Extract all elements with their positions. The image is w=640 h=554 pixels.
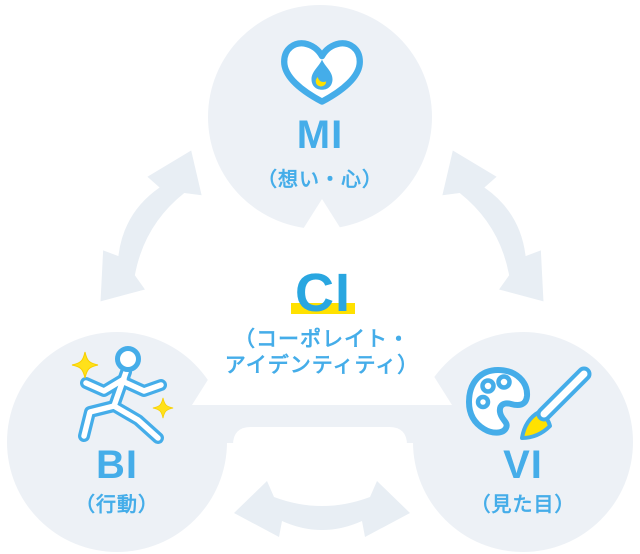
mi-label: MI (296, 113, 344, 157)
center-triangle (192, 199, 452, 405)
bi-sub-label: （行動） (75, 494, 159, 516)
mi-sub-label: （想い・心） (257, 169, 383, 191)
palette-brush-icon (466, 366, 592, 440)
paint-well (496, 374, 512, 390)
heart-flame-icon (281, 40, 363, 105)
paint-well (475, 394, 491, 410)
flame-core (317, 70, 329, 82)
mi-bi-arrow (79, 138, 219, 318)
running-person-icon (71, 346, 174, 444)
bi-vi-arrow (234, 481, 410, 537)
bi-label: BI (96, 443, 138, 487)
mi-circle (208, 5, 432, 229)
band-gap (233, 427, 407, 480)
ci-highlight-underline (291, 303, 355, 314)
mi-vi-arrow (425, 138, 565, 318)
bi-circle (7, 332, 227, 552)
runner-body-fill (81, 369, 164, 441)
ci-sub-line2: アイデンティティ） (224, 354, 420, 377)
ci-sub-line1: （コーポレイト・ (234, 328, 410, 351)
brush-handle-fill (540, 370, 588, 418)
vi-sub-label: （見た目） (470, 494, 576, 516)
sparkle-icon (71, 351, 99, 379)
vi-label: VI (503, 443, 543, 487)
ci-label: CI (295, 263, 351, 323)
sparkle-icon (152, 397, 174, 419)
runner-head (115, 346, 141, 372)
paint-well (480, 378, 496, 394)
